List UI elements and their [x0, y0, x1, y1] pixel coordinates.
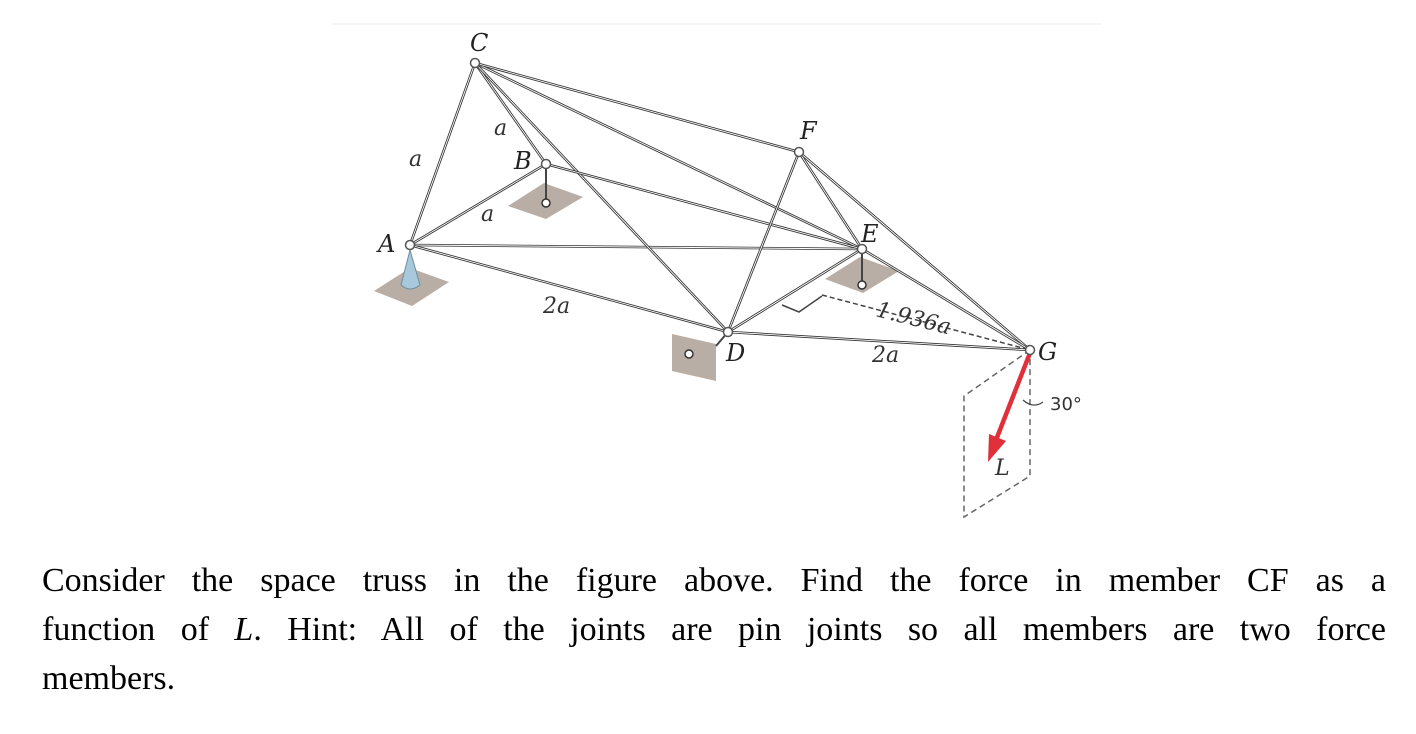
member-cb: [473, 61, 548, 166]
dim-label-ca: a: [409, 147, 422, 172]
problem-line-2-pre: function of: [42, 611, 235, 648]
right-angle-mark: [781, 295, 823, 313]
support-pad-d: [672, 334, 716, 381]
node-label-f: F: [799, 117, 818, 145]
dim-line-1936a: [821, 294, 1031, 351]
joint-f: [793, 146, 805, 158]
problem-line-2-post: . Hint: All of the joints are pin joints…: [253, 611, 1386, 648]
joint-b: [540, 158, 552, 170]
support-b: [508, 164, 583, 219]
dim-label-dg: 2a: [871, 343, 899, 368]
angle-arc: [1022, 399, 1044, 406]
member-cd: [473, 61, 730, 334]
load-plane: [963, 348, 1031, 519]
member-cf: [473, 61, 801, 154]
joint-d: [722, 326, 734, 338]
member-de: [726, 247, 864, 334]
member-dg: [726, 330, 1032, 352]
node-label-c: C: [470, 29, 488, 57]
member-ad: [408, 243, 730, 334]
problem-line-3: members.: [42, 660, 176, 697]
support-e: [825, 249, 899, 293]
load-label: L: [994, 456, 1010, 481]
truss-figure: C B A F E D G a a a 2a 2a 1.936a 30° L: [332, 23, 1102, 519]
member-eg: [860, 247, 1032, 352]
problem-statement: Consider the space truss in the figure a…: [42, 556, 1386, 703]
pin-support-icon: [541, 198, 551, 208]
load-arrow-icon: [988, 350, 1033, 462]
angle-label: 30°: [1050, 394, 1082, 415]
member-ac: [408, 61, 477, 247]
member-fg: [797, 150, 1032, 352]
joint-g: [1024, 344, 1036, 356]
problem-line-1: Consider the space truss in the figure a…: [42, 562, 1386, 599]
support-a: [374, 248, 449, 306]
joint-a: [404, 239, 416, 251]
pin-support-icon: [857, 280, 867, 290]
joint-c: [469, 57, 481, 69]
truss-members: [408, 61, 1032, 352]
load-variable: L: [234, 611, 254, 648]
dim-label-cb: a: [494, 116, 507, 141]
member-ab: [408, 162, 548, 247]
member-ae: [408, 243, 864, 251]
dim-label-ad: 2a: [542, 294, 570, 319]
joint-e: [856, 243, 868, 255]
pin-support-icon: [684, 349, 694, 359]
member-ce: [473, 61, 864, 251]
member-be: [544, 162, 864, 251]
dim-label-ab: a: [481, 202, 494, 227]
node-label-g: G: [1038, 338, 1057, 366]
dim-label-perp: 1.936a: [874, 298, 954, 341]
node-label-d: D: [725, 339, 745, 367]
member-df: [726, 150, 801, 334]
node-label-e: E: [860, 220, 879, 248]
problem-line-2: function of L. Hint: All of the joints a…: [42, 605, 1386, 654]
node-label-a: A: [376, 230, 395, 258]
ball-support-icon: [400, 248, 421, 290]
node-label-b: B: [513, 147, 532, 175]
member-fe: [797, 150, 864, 251]
support-d: [672, 331, 729, 381]
truss-joints: [404, 57, 1036, 356]
